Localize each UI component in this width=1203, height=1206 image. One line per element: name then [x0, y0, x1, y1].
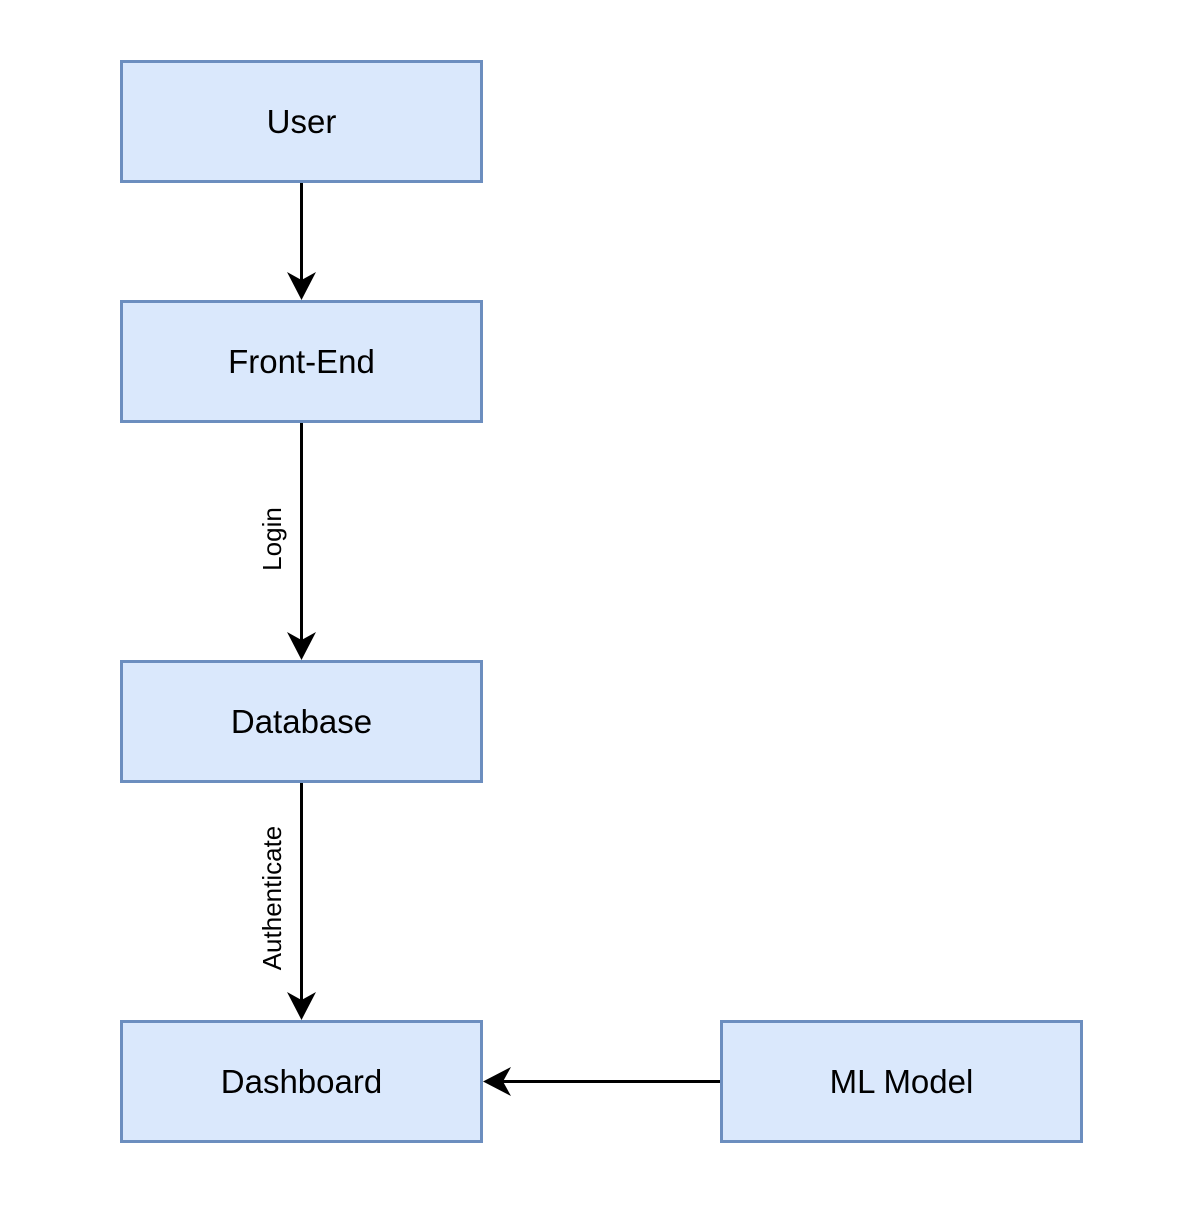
arrowhead-down-icon	[287, 632, 316, 660]
node-label: Database	[230, 703, 373, 740]
node-front-end[interactable]: Front-End	[120, 300, 483, 423]
node-label: User	[266, 103, 337, 140]
arrowhead-down-icon	[287, 272, 316, 300]
edge-mlmodel-to-dashboard	[483, 1067, 720, 1096]
node-dashboard[interactable]: Dashboard	[120, 1020, 483, 1143]
node-label: Front-End	[228, 343, 375, 380]
edge-label-authenticate: Authenticate	[257, 826, 287, 971]
node-label: ML Model	[829, 1063, 974, 1100]
node-database[interactable]: Database	[120, 660, 483, 783]
edge-frontend-to-database: Login	[257, 423, 316, 660]
node-ml-model[interactable]: ML Model	[720, 1020, 1083, 1143]
edge-user-to-frontend	[287, 183, 316, 300]
arrowhead-down-icon	[287, 992, 316, 1020]
node-user[interactable]: User	[120, 60, 483, 183]
edge-database-to-dashboard: Authenticate	[257, 783, 316, 1020]
edge-label-login: Login	[257, 507, 287, 571]
arrowhead-left-icon	[483, 1067, 511, 1096]
node-label: Dashboard	[220, 1063, 383, 1100]
